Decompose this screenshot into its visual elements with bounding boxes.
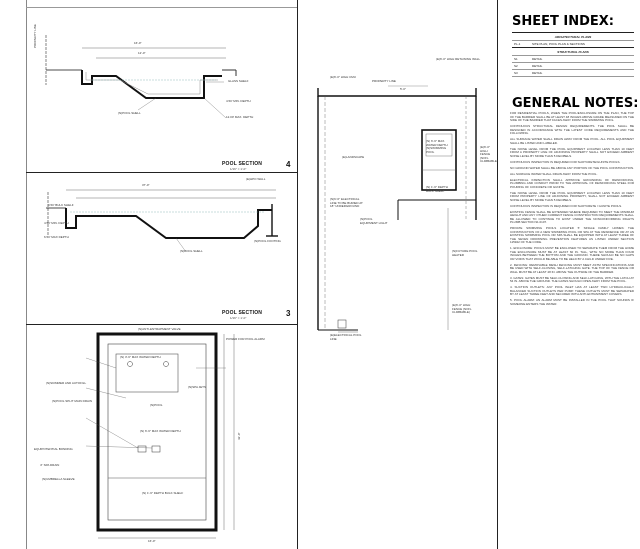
note-paragraph: FOR RESIDENTIAL POOLS, WHEN THE POOL/ENC… <box>510 112 634 122</box>
note-paragraph: THE NOISE LEVEL FROM THE POOL EQUIPMENT … <box>510 190 634 202</box>
section3-bulk-shelf: 0.50' BULK SHELF <box>48 203 74 207</box>
note-paragraph: NO GROUND WATER SHALL BE ABOVE ANY PORTI… <box>510 165 634 170</box>
note-paragraph: CONTINUOUS STRUCTURAL DESIGN REQUIREMENT… <box>510 124 634 135</box>
section3-shell: (N)POOL SHELL <box>180 249 203 253</box>
sheet-desc: DETAIL <box>532 57 543 61</box>
general-notes-body: FOR RESIDENTIAL POOLS, WHEN THE POOL/ENC… <box>510 112 634 542</box>
sheet-id: S2 <box>514 64 518 68</box>
sheet-index-row[interactable]: PL-1 SITE PLAN, POOL PLAN & SECTIONS <box>512 40 634 47</box>
site-wall-north: (E)6'-0" HIGH RETAINING WALL <box>436 57 481 61</box>
site-setback: 5'-0" <box>400 87 406 91</box>
sheet-border-top <box>26 7 297 8</box>
pool-section-4-drawing <box>45 35 237 119</box>
sheet-index-group-heading: STRUCTURAL PLANS <box>512 47 634 55</box>
site-property-line: PROPERTY LINE <box>372 79 396 83</box>
sheet-id: S3 <box>514 71 518 75</box>
plan-pool-depth: (N) 6'-6" MAX WATER DEPTH <box>140 429 181 433</box>
section3-footing: (N)POOL FOOTING <box>254 239 281 243</box>
section4-number: 4 <box>286 160 291 169</box>
section3-title: POOL SECTION <box>222 310 263 316</box>
site-planter: (E)LANDSCAPE <box>342 155 365 159</box>
plan-anti-entrapment: (N)ANTI-ENTRAPMENT VALVE <box>138 327 181 331</box>
section3-min-depth: 4.50' MIN. DEPTH <box>44 221 69 225</box>
section4-shell: (N)POOL SHELL <box>118 111 141 115</box>
note-paragraph: ELECTRICAL INSPECTION SHALL APPROVE GROU… <box>510 177 634 189</box>
note-paragraph: 3. GATES: GATES MUST BE SELF-CLOSING AND… <box>510 275 634 283</box>
sheet-index-group-heading: ARCHITECTURAL PLANS <box>512 32 634 40</box>
note-paragraph: 4. SUCTION OUTLETS: ANY POOL INLET HAS A… <box>510 285 634 296</box>
plan-overall-height: 42'-0" <box>237 432 241 440</box>
sheet-id: S1 <box>514 57 518 61</box>
plan-return: POWER FOR POOL ALARM <box>226 337 265 341</box>
note-paragraph: 5. POOL ALARM: AN ALARM MUST BE INSTALLE… <box>510 298 634 306</box>
section4-scale: 1/16" = 1'-0" <box>230 167 247 171</box>
plan-jets: (N)SPA JETS <box>188 385 206 389</box>
note-paragraph: THE NOISE LEVEL FROM THE POOL EQUIPMENT … <box>510 146 634 158</box>
pool-section-3-drawing <box>46 189 278 253</box>
plan-overall-width: 16'-0" <box>148 539 156 543</box>
section3-scale: 1/16" = 1'-0" <box>230 316 247 320</box>
site-fence: (E)6'-0" HIGH CMU <box>330 75 356 79</box>
sheet-id: PL-1 <box>514 42 521 46</box>
note-paragraph: 2. FENCING: REMOVABLE MESH FENCING MUST … <box>510 262 634 274</box>
plan-bonding: EQUIPOTENTIAL BONDING <box>34 447 73 451</box>
pool-plan-drawing <box>85 332 235 539</box>
sheet-desc: SITE PLAN, POOL PLAN & SECTIONS <box>532 42 585 46</box>
plan-conduit: 4" SPA DRAIN <box>40 463 60 467</box>
general-notes-title: GENERAL NOTES: <box>512 96 639 111</box>
site-electrical: (N)6'-6" ELECTRICAL LINE TO BE BURIED AT… <box>330 197 363 209</box>
note-paragraph: ALL SURFACE WATER SHALL DRAIN AWAY FROM … <box>510 171 598 176</box>
sheet-index-table: ARCHITECTURAL PLANS PL-1 SITE PLAN, POOL… <box>512 32 634 77</box>
sheet-border-left <box>26 0 27 549</box>
site-equipment: (N)POOL EQUIPMENT LIGHT <box>360 217 388 225</box>
section4-max-depth: 12.00' MAX. DEPTH <box>226 115 254 119</box>
sheet-desc: DETAIL <box>532 71 543 75</box>
site-fence-south: (E)6'-0" HIGH FENCE (NON-CLIMBABLE) <box>452 303 472 315</box>
site-plan-drawing <box>317 85 477 333</box>
site-electric-line: (E)ELECTRICAL POOL LINE <box>330 333 362 341</box>
site-heater: (N)FUTURE POOL HEATER <box>452 249 478 257</box>
sheet-divider-left <box>297 0 298 549</box>
section4-title: POOL SECTION <box>222 161 263 167</box>
plan-skimmer: (N)SKIMMER AND AUTOFILL <box>46 381 87 385</box>
section4-top-dim: 16'-0" <box>134 41 142 45</box>
section3-number: 3 <box>286 309 291 318</box>
note-paragraph: 1. ENCLOSURE: POOLS MUST BE ENCLOSED TO … <box>510 246 634 261</box>
site-spa: (N) 1'-6" DEPTH BULK SHELF <box>426 185 448 193</box>
sheet-index-row[interactable]: S3 DETAIL <box>512 69 634 77</box>
sheet-index-row[interactable]: S2 DETAIL <box>512 62 634 69</box>
sheet-divider-right <box>497 0 498 549</box>
plan-pool-label: (N)POOL <box>150 403 163 407</box>
sheet-index-row[interactable]: S1 DETAIL <box>512 55 634 62</box>
plan-drain: (N)POOL SPLIT MAIN DRAIN <box>52 399 93 403</box>
note-paragraph: PRIVATE SWIMMING POOLS LOCATED 5' SINGLE… <box>510 226 634 244</box>
plan-shelf: (N) 1'-6" DEPTH BULK SHELF <box>142 491 184 495</box>
section4-min-depth: 4.50' MIN. DEPTH <box>226 99 251 103</box>
sheet-desc: DETAIL <box>532 64 543 68</box>
site-pool: (N) 6'-6" MAX. WATER DEPTH (N)SWIMMING P… <box>426 139 448 154</box>
section4-glass-shelf: GLASS SHELF <box>228 79 249 83</box>
site-fence-east: (E)6'-0" HIGH FENCE (NON-CLIMBABLE) <box>480 145 498 164</box>
section3-divider <box>26 324 297 325</box>
plan-spa-depth: (N) 3'-6" MAX WATER DEPTH <box>120 355 161 359</box>
section3-top-dim: 37'-0" <box>142 183 150 187</box>
section4-divider <box>26 172 297 173</box>
note-paragraph: EXISTING FENCE SHALL BE EXTENDED WHERE R… <box>510 209 634 224</box>
plan-sleeve: (N)UMBRELLA SLEEVE <box>42 477 75 481</box>
section4-property-line: PROPERTY LINE <box>33 24 37 48</box>
section4-dim2: 12'-0" <box>138 51 146 55</box>
note-paragraph: CONTINUOUS INSPECTION IS REQUIRED FOR SH… <box>510 159 621 164</box>
note-paragraph: ALL SURFACE WATER SHALL DRAIN AWAY FROM … <box>510 137 634 145</box>
sheet-index-title: SHEET INDEX: <box>512 14 615 29</box>
section3-wall: (E)HPO WALL <box>246 177 266 181</box>
note-paragraph: CONTINUOUS INSPECTION IS REQUIRED FOR SH… <box>510 203 623 208</box>
section3-max-depth: 6.50' MAX DEPTH <box>44 235 69 239</box>
